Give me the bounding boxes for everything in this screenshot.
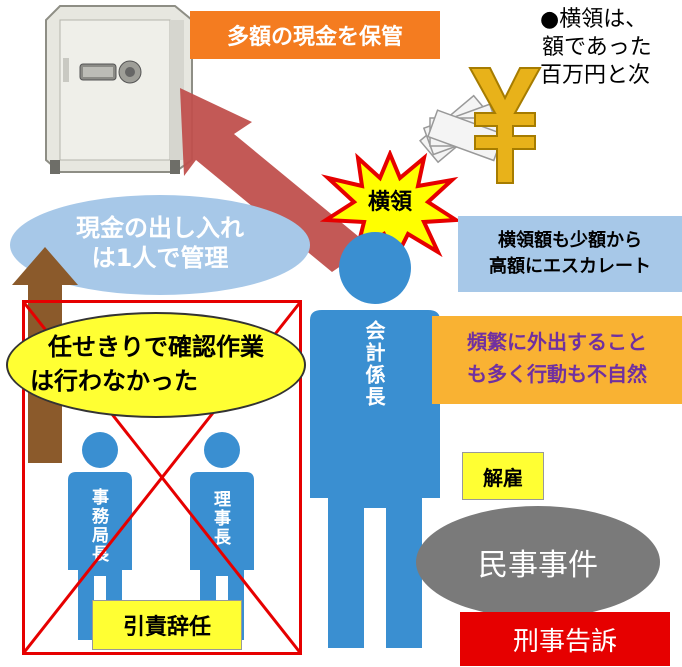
no-confirmation-line-2: は行わなかった — [30, 367, 198, 395]
note-line-3: 百万円と次 — [540, 63, 651, 88]
frequent-outings-line-2: も多く行動も不自然 — [467, 362, 647, 386]
escalation-label: 横領額も少額から 高額にエスカレート — [458, 216, 682, 292]
no-confirmation-line-1: 任せきりで確認作業 — [48, 333, 264, 361]
yen-money-icon — [419, 67, 542, 184]
note-line-1: ●横領は、 — [540, 7, 648, 32]
chairman-label: 理事長 — [210, 490, 230, 547]
criminal-complaint-label: 刑事告訴 — [460, 612, 670, 666]
escalation-line-1: 横領額も少額から — [498, 230, 642, 251]
no-confirmation-bubble: 任せきりで確認作業 は行わなかった — [6, 312, 306, 418]
accounting-chief-label: 会計係長 — [362, 320, 386, 408]
frequent-outings-line-1: 頻繁に外出すること — [467, 330, 647, 354]
note-line-2: 額であった — [542, 35, 652, 60]
embezzlement-label: 横領 — [367, 190, 412, 215]
chairman-figure — [190, 432, 254, 640]
cash-storage-label: 多額の現金を保管 — [190, 11, 440, 59]
civil-case-bubble: 民事事件 — [416, 506, 660, 618]
escalation-line-2: 高額にエスカレート — [489, 256, 651, 277]
responsibility-frame — [22, 300, 302, 655]
red-arrow — [180, 88, 370, 272]
secretary-general-label: 事務局長 — [88, 488, 108, 564]
cash-handling-line-2: は1人で管理 — [91, 244, 229, 272]
frequent-outings-label: 頻繁に外出すること も多く行動も不自然 — [432, 316, 682, 404]
accounting-chief-figure — [310, 232, 440, 648]
cash-handling-line-1: 現金の出し入れ — [76, 214, 244, 242]
safe-icon — [45, 5, 193, 174]
dismissal-label: 解雇 — [462, 452, 544, 500]
top-right-note: ●横領は、 額であった 百万円と次 — [540, 6, 652, 90]
resignation-label: 引責辞任 — [92, 600, 242, 650]
